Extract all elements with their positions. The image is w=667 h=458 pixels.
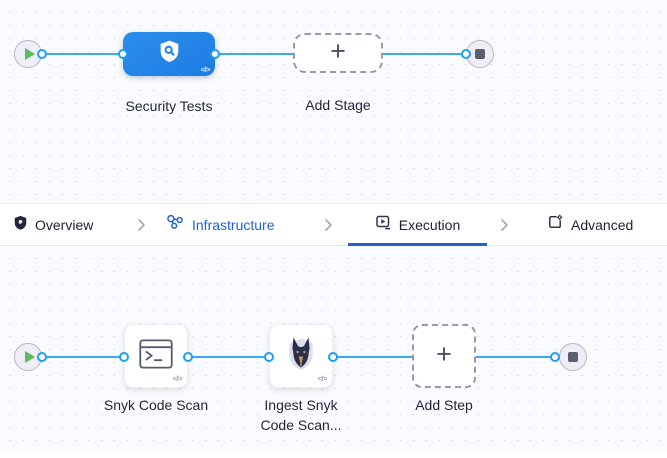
tab-overview[interactable]: Overview [14,204,93,245]
add-stage-label: Add Stage [305,97,371,113]
stage-config-tabbar: Overview Infrastructure [0,203,667,246]
connector-point [210,49,220,59]
code-icon: </> [172,374,183,383]
step-label-line1: Ingest Snyk [264,397,338,413]
chevron-right-icon [500,204,509,245]
tab-execution[interactable]: Execution [348,204,487,246]
plus-icon: + [436,339,452,369]
connector-line [382,53,467,55]
stage-canvas[interactable]: </> + Security Tests Add Stage [0,0,667,203]
connector-point [119,352,129,362]
tab-advanced-label: Advanced [571,216,634,233]
connector-point [328,352,338,362]
connector-point [461,49,471,59]
active-tab-underline [348,243,487,246]
code-icon: </> [317,374,328,383]
step-label: Snyk Code Scan [103,397,209,413]
add-step-button[interactable]: + [412,324,476,388]
play-icon [24,351,35,363]
code-icon: </> [200,65,211,74]
canvas-edge [0,452,667,458]
stage-node-security-tests[interactable]: </> [123,32,215,76]
step-node-snyk-code-scan[interactable]: </> [124,324,188,388]
tab-execution-label: Execution [398,216,461,233]
add-stage-button[interactable]: + [293,33,383,73]
connector-point [37,49,47,59]
execution-end-node [559,343,587,371]
step-label: Ingest Snyk Code Scan... [261,395,342,435]
tab-overview-label: Overview [35,216,94,233]
connector-line [44,53,124,55]
connector-point [264,352,274,362]
snyk-dog-icon [285,336,317,376]
step-label-line2: Code Scan... [260,417,342,433]
connector-point [37,352,47,362]
stage-label: Security Tests [125,98,213,114]
shield-icon [14,215,27,235]
step-node-ingest-snyk[interactable]: </> [269,324,333,388]
connector-point [118,49,128,59]
connector-line [476,356,555,358]
stop-icon [475,49,485,59]
connector-line [190,356,268,358]
connector-line [44,356,124,358]
plus-icon: + [330,36,346,66]
tab-advanced[interactable]: Advanced [547,204,633,245]
play-icon [24,48,35,60]
add-step-label: Add Step [415,397,473,413]
connector-line [214,53,294,55]
stop-icon [568,352,578,362]
connector-point [183,352,193,362]
chevron-right-icon [324,204,333,245]
shield-search-icon [156,38,183,70]
chevron-right-icon [137,204,146,245]
advanced-gear-icon [547,214,563,235]
connector-line [335,356,412,358]
tab-infrastructure-label: Infrastructure [192,216,275,233]
connector-point [550,352,560,362]
infrastructure-icon [166,214,184,235]
execution-play-icon [375,214,391,235]
tab-infrastructure[interactable]: Infrastructure [166,204,274,245]
terminal-icon [139,338,173,374]
